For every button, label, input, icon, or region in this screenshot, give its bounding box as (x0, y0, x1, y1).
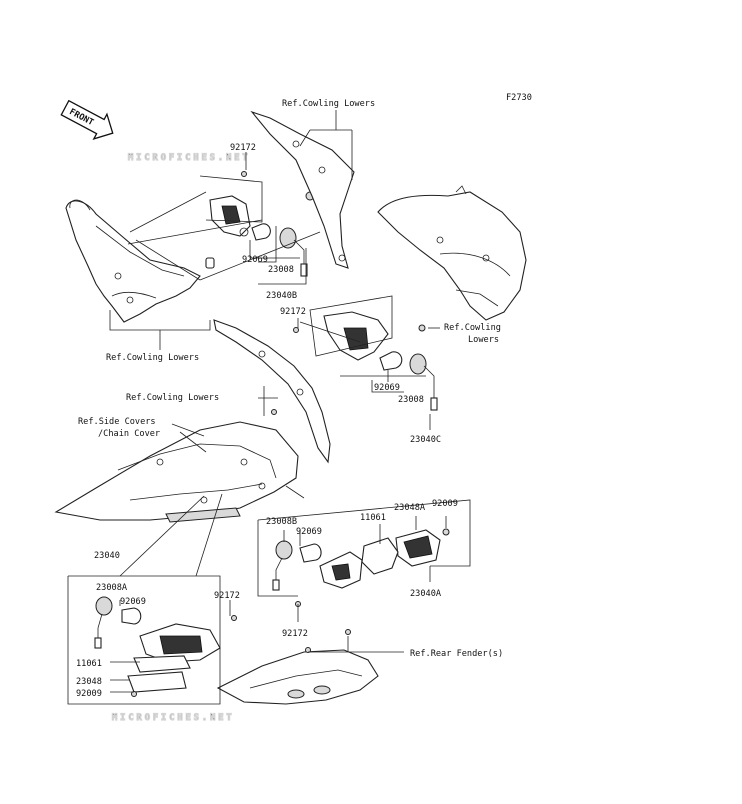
socket-23008A (94, 596, 113, 649)
fender-mount-1 (345, 629, 351, 635)
part-23040A: 23040A (410, 589, 442, 599)
part-92172-b: 92172 (280, 307, 306, 317)
part-92009-b: 92009 (76, 689, 102, 699)
leader-lines (67, 110, 471, 705)
screw-92172-b (293, 327, 299, 333)
ref-cowling-lowers-mid: Ref.Cowling Lowers (126, 393, 219, 403)
part-23040C: 23040C (410, 435, 441, 445)
socket-23008-middle (409, 353, 438, 411)
right-cowl-panel (377, 185, 527, 321)
signal-housing-left-rear (139, 623, 221, 663)
part-92172-c: 92172 (214, 591, 240, 601)
signal-body-23048 (127, 671, 187, 693)
part-92172-d: 92172 (282, 629, 308, 639)
ref-cowling-lowers-top: Ref.Cowling Lowers (282, 99, 375, 109)
part-11061-a: 11061 (360, 513, 386, 523)
part-23040: 23040 (94, 551, 120, 561)
watermark-top: MICROFICHES.NET (128, 153, 251, 163)
ref-cowling-right-line2: Lowers (468, 335, 499, 345)
front-left-signal-bracket (205, 195, 251, 269)
left-cowl-panel (65, 199, 201, 323)
rear-undertray (216, 649, 379, 705)
fender-mount-2 (305, 647, 311, 653)
signal-body-23048A (395, 529, 441, 567)
part-23040B: 23040B (266, 291, 297, 301)
diagram-code: F2730 (506, 93, 532, 103)
part-92069-a: 92069 (242, 255, 268, 265)
lens-11061-left (133, 655, 191, 673)
socket-23008B (272, 540, 293, 591)
screw-ref-mid (271, 409, 277, 415)
ref-cowling-right-line1: Ref.Cowling (444, 323, 501, 333)
ref-side-covers-line2: /Chain Cover (98, 429, 160, 439)
part-92069-c: 92069 (296, 527, 322, 537)
bulb-92069-upper (251, 223, 271, 241)
watermark-bottom: MICROFICHES.NET (112, 713, 235, 723)
screw-92009-right (442, 528, 450, 536)
part-23008B: 23008B (266, 517, 297, 527)
bulb-92069-rear-left (121, 607, 142, 625)
ref-cowling-lowers-left: Ref.Cowling Lowers (106, 353, 199, 363)
bulb-92069-rear-right (299, 543, 322, 563)
part-92069-b: 92069 (374, 383, 400, 393)
rear-right-signal-bracket (323, 311, 426, 361)
part-23008-b: 23008 (398, 395, 424, 405)
front-arrow-icon: FRONT (60, 99, 114, 141)
tail-cowl (54, 421, 299, 523)
part-23008-a: 23008 (268, 265, 294, 275)
part-92172-a: 92172 (230, 143, 256, 153)
screw-92172-c (231, 615, 237, 621)
ref-rear-fender: Ref.Rear Fender(s) (410, 649, 503, 659)
bulb-92069-middle (379, 351, 403, 371)
part-23008A: 23008A (96, 583, 128, 593)
part-92069-d: 92069 (120, 597, 146, 607)
inner-cowl-strip-middle (213, 319, 331, 464)
part-23048A: 23048A (394, 503, 426, 513)
screw-92172-a (241, 171, 247, 177)
part-11061-b: 11061 (76, 659, 102, 669)
part-92009-a: 92009 (432, 499, 458, 509)
watermark-group: MICROFICHES.NET MICROFICHES.NET (111, 152, 251, 723)
signal-housing-right-rear (319, 551, 363, 589)
screw-92009-left (131, 691, 137, 697)
part-23048: 23048 (76, 677, 102, 687)
ref-side-covers-line1: Ref.Side Covers (78, 417, 156, 427)
part-labels: Ref.Cowling Lowers 92172 92069 23008 230… (76, 99, 503, 699)
inner-cowl-strip-top (250, 110, 355, 269)
